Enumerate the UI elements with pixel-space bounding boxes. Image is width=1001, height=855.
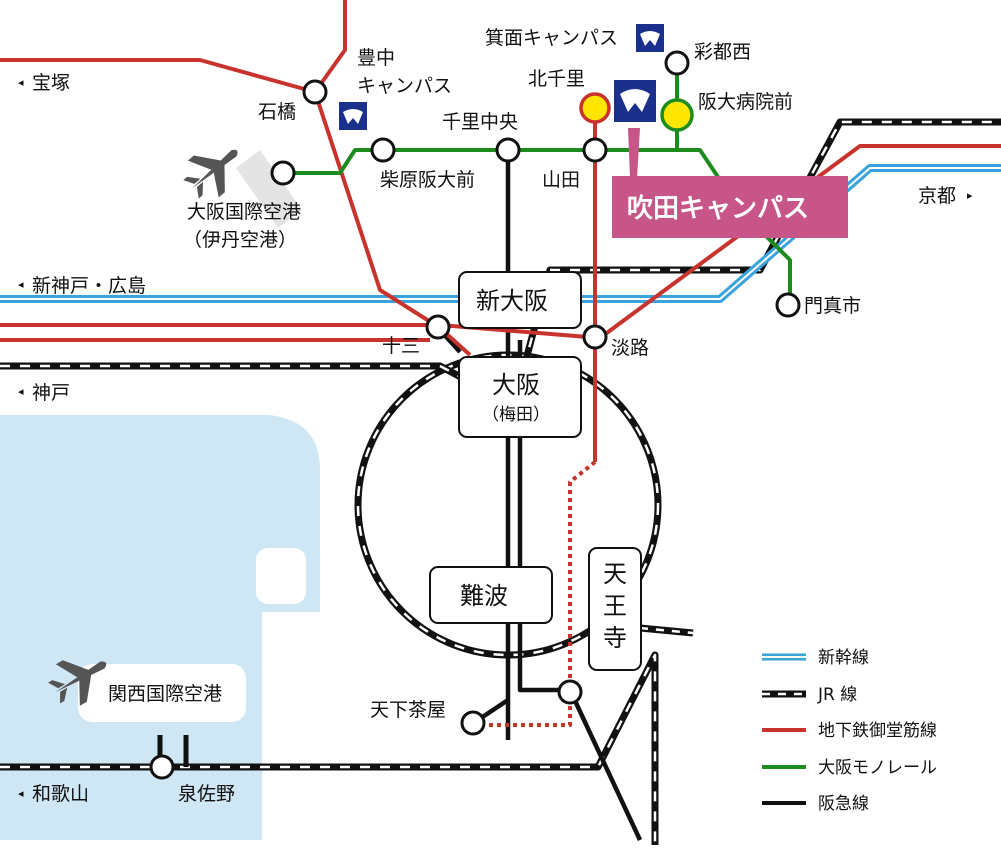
label-wakayama: 和歌山 [32,783,89,805]
label-tennoji-1: 天 [603,560,627,588]
left-arrow-icon: ◂ [18,278,24,291]
legend-label-shinkansen: 新幹線 [818,647,869,668]
airplane-icon [48,660,107,706]
right-arrow-icon: ▸ [967,189,973,202]
label-kita-senri: 北千里 [528,68,585,90]
label-umeda: （梅田） [482,405,550,425]
legend-shinkansen: 新幹線 [762,647,869,668]
airplane-icon [183,149,238,199]
station-markers [149,50,801,780]
osaka-university-icon [614,80,656,122]
station-yamada [582,137,608,163]
label-takarazuka: 宝塚 [32,72,70,94]
legend-monorail: 大阪モノレール [762,758,937,778]
left-arrow-icon: ◂ [18,76,24,89]
label-handai-byoin-mae: 阪大病院前 [698,91,793,113]
station-box-namba [429,566,553,624]
bay-island [256,548,306,604]
label-juso: 十三 [382,335,420,357]
label-shin-osaka: 新大阪 [476,287,548,315]
station-saito-nishi [664,50,690,76]
label-kyoto: 京都 [918,185,956,207]
legend: 新幹線 JR 線 地下鉄御堂筋線 大阪モノレール 阪急線 [762,647,937,814]
label-tennoji-2: 王 [603,592,627,620]
left-arrow-icon: ◂ [18,385,24,398]
station-senri-chuo [495,137,521,163]
labels: 箕面キャンパス 彩都西 北千里 阪大病院前 豊中 キャンパス 石橋 千里中央 柴… [32,27,956,805]
station-box-shin-osaka [458,271,582,329]
label-minoh-campus: 箕面キャンパス [485,27,618,49]
station-kadoma [775,292,801,318]
station-kita-senri [579,92,611,124]
direction-arrows: ◂ ◂ ◂ ◂ ▸ [18,76,973,800]
osaka-university-icon [339,102,367,130]
legend-label-subway: 地下鉄御堂筋線 [818,721,937,741]
left-arrow-icon: ◂ [18,787,24,800]
label-toyonaka-campus-1: 豊中 [357,47,395,69]
label-saito-nishi: 彩都西 [694,41,751,63]
station-tennoji-circle [557,679,583,705]
label-kansai-airport: 関西国際空港 [108,683,222,705]
label-kobe: 神戸 [32,382,70,404]
label-shin-kobe-hiroshima: 新神戸・広島 [32,275,146,297]
suita-campus-callout [612,128,848,238]
legend-label-monorail: 大阪モノレール [818,758,937,778]
kansai-airport-island [78,664,246,722]
station-shibahara [370,137,396,163]
label-yamada: 山田 [542,169,580,191]
station-box-tennoji [588,547,642,671]
station-box-osaka [458,356,582,438]
label-awaji: 淡路 [611,337,649,359]
station-tengachaya [460,710,486,736]
itami-airport-area [236,150,302,228]
station-handai-byoin-mae [660,98,694,132]
osaka-university-icon [636,24,664,52]
legend-label-hankyu: 阪急線 [818,794,869,814]
label-itami-airport-sub: （伊丹空港） [183,229,297,251]
station-juso [425,314,451,340]
legend-jr: JR 線 [762,685,857,705]
label-namba: 難波 [460,582,508,610]
station-awaji [582,324,608,350]
label-ishibashi: 石橋 [258,101,296,123]
station-itami [270,160,296,186]
legend-label-jr: JR 線 [817,685,857,705]
label-kadoma: 門真市 [804,295,861,317]
label-suita-campus: 吹田キャンパス [627,194,809,224]
legend-subway: 地下鉄御堂筋線 [762,721,937,741]
major-stations [429,271,642,671]
label-shibahara: 柴原阪大前 [380,169,475,191]
label-tengachaya: 天下茶屋 [370,699,446,721]
station-ishibashi [302,79,328,105]
legend-hankyu: 阪急線 [762,794,869,814]
label-tennoji-3: 寺 [603,624,627,652]
label-toyonaka-campus-2: キャンパス [357,75,452,97]
station-izumisano [149,754,175,780]
label-osaka: 大阪 [492,371,540,399]
label-senri-chuo: 千里中央 [442,111,518,133]
label-itami-airport: 大阪国際空港 [187,201,301,223]
osaka-bay [0,415,320,840]
label-izumisano: 泉佐野 [178,783,235,805]
